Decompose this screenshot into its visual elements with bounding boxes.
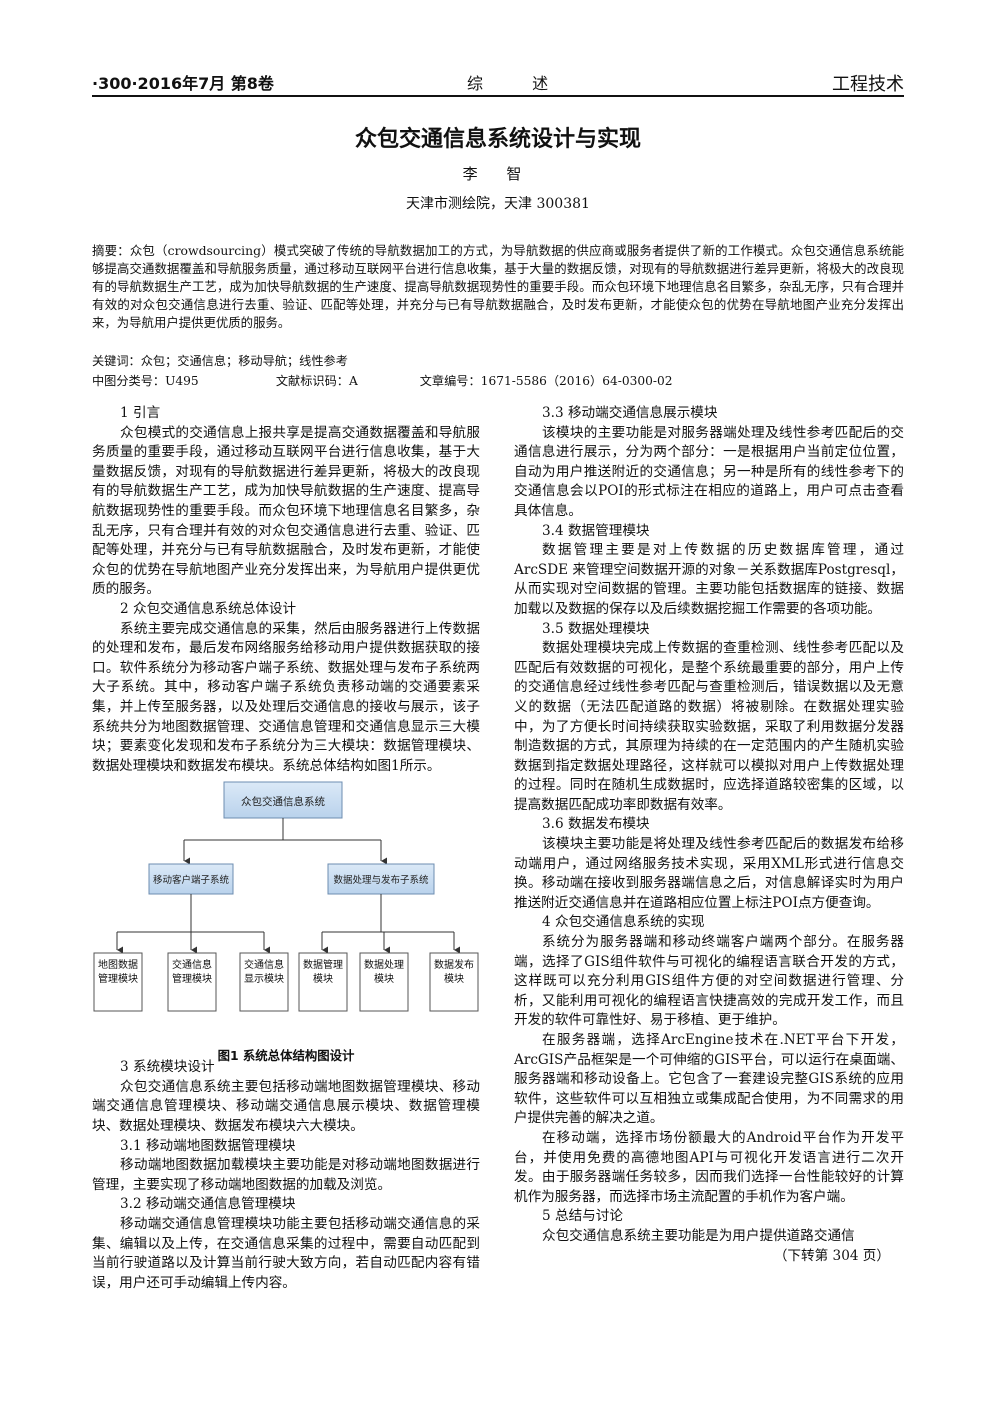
paper-title: 众包交通信息系统设计与实现 [354,126,641,152]
section-heading: 1 引言 [120,405,161,421]
paper-affiliation: 天津市测绘院，天津 300381 [406,196,590,212]
paragraph: 系统主要完成交通信息的采集，然后由服务器进行上传数据的处理和发布，最后发布网络服… [92,620,480,774]
section-heading: 5 总结与讨论 [542,1208,623,1225]
right-column: 3.3 移动端交通信息展示模块 该模块的主要功能是对服务器端处理及线性参考匹配后… [514,404,904,1266]
subsection-heading: 3.4 数据管理模块 [542,522,650,539]
paragraph: 众包模式的交通信息上报共享是提高交通数据覆盖和导航服务质量的重要手段，通过移动互… [92,424,480,598]
subsection-heading: 3.3 移动端交通信息展示模块 [542,405,718,421]
header-section: 综 述 [467,74,571,93]
header-rule [92,95,904,97]
paragraph: 数据处理模块完成上传数据的查重检测、线性参考匹配以及匹配后有效数据的可视化，是整… [514,640,904,813]
subsection-heading: 3.2 移动端交通信息管理模块 [120,1196,296,1213]
clc-number: 中图分类号：U495 [92,374,199,388]
paragraph: 众包交通信息系统主要包括移动端地图数据管理模块、移动端交通信息管理模块、移动端交… [92,1078,480,1135]
subsection-heading: 3.6 数据发布模块 [542,816,650,833]
diagram-leaf-5: 数据处理模块 [359,952,409,1012]
header-journal: 工程技术 [832,74,904,95]
paragraph: 系统分为服务器端和移动终端客户端两个部分。在服务器端，选择了GIS组件软件与可视… [514,934,904,1029]
document-code: 文献标识码：A [275,374,358,388]
diagram-leaf-1: 地图数据管理模块 [93,952,143,1012]
continued-note: （下转第 304 页） [773,1247,890,1264]
paragraph: 在移动端，选择市场份额最大的Android平台作为开发平台，并使用免费的高德地图… [514,1129,904,1205]
keywords: 关键词：众包；交通信息；移动导航；线性参考 [92,354,348,368]
paragraph: 移动端地图数据加载模块主要功能是对移动端地图数据进行管理，主要实现了移动端地图数… [92,1157,480,1193]
diagram-leaf-6-label: 数据发布模块 [434,960,474,986]
running-header: ·300·2016年7月 第8卷 综 述 工程技术 [92,70,904,95]
paragraph: 该模块主要功能是将处理及线性参考匹配后的数据发布给移动端用户，通过网络服务技术实… [514,836,904,911]
diagram-leaf-3: 交通信息显示模块 [239,952,289,1012]
paper-author: 李 智 [462,165,534,183]
diagram-root-box [223,781,343,819]
diagram-leaf-6: 数据发布模块 [429,952,479,1012]
paragraph: 在服务器端，选择ArcEngine技术在.NET平台下开发，ArcGIS产品框架… [514,1032,904,1127]
paragraph: 众包交通信息系统主要功能是为用户提供道路交通信 [542,1227,855,1244]
classification-line: 中图分类号：U495 文献标识码：A 文章编号：1671-5586（2016）6… [92,372,904,390]
diagram-leaf-4: 数据管理模块 [298,952,348,1012]
header-issue: ·300·2016年7月 第8卷 [92,74,274,93]
diagram-root-label: 众包交通信息系统 [241,795,325,808]
section-heading: 4 众包交通信息系统的实现 [542,914,705,931]
structure-diagram: 众包交通信息系统 移动客户端子系统 数据处理与发布子系统 [93,781,479,1012]
diagram-leaf-3-label: 交通信息显示模块 [244,960,284,986]
diagram-leaf-5-label: 数据处理模块 [364,960,404,986]
abstract: 摘要：众包（crowdsourcing）模式突破了传统的导航数据加工的方式，为导… [92,243,904,331]
subsection-heading: 3.5 数据处理模块 [542,620,650,637]
diagram-leaf-1-label: 地图数据管理模块 [98,960,138,986]
article-number: 文章编号：1671-5586（2016）64-0300-02 [419,374,673,388]
paragraph: 该模块的主要功能是对服务器端处理及线性参考匹配后的交通信息进行展示，分为两个部分… [514,424,904,519]
diagram-leaf-2-label: 交通信息管理模块 [172,960,212,986]
diagram-leaf-4-label: 数据管理模块 [303,960,343,986]
left-column: 1 引言 众包模式的交通信息上报共享是提高交通数据覆盖和导航服务质量的重要手段，… [92,404,480,1293]
subsection-heading: 3.1 移动端地图数据管理模块 [120,1137,296,1154]
paragraph: 移动端交通信息管理模块功能主要包括移动端交通信息的采集、编辑以及上传，在交通信息… [92,1216,480,1291]
figure-1: 众包交通信息系统 移动客户端子系统 数据处理与发布子系统 [92,778,480,1063]
section-heading: 2 众包交通信息系统总体设计 [120,600,297,617]
paragraph: 数据管理主要是对上传数据的历史数据库管理，通过ArcSDE 来管理空间数据开源的… [514,542,904,617]
figure-caption: 图1 系统总体结构图设计 [217,1048,355,1064]
diagram-leaf-2: 交通信息管理模块 [167,952,217,1012]
diagram-mid-right-box [327,863,435,895]
diagram-mid-left-label: 移动客户端子系统 [153,874,230,886]
section-heading: 3 系统模块设计 [120,1059,215,1076]
diagram-mid-right-label: 数据处理与发布子系统 [333,874,429,886]
